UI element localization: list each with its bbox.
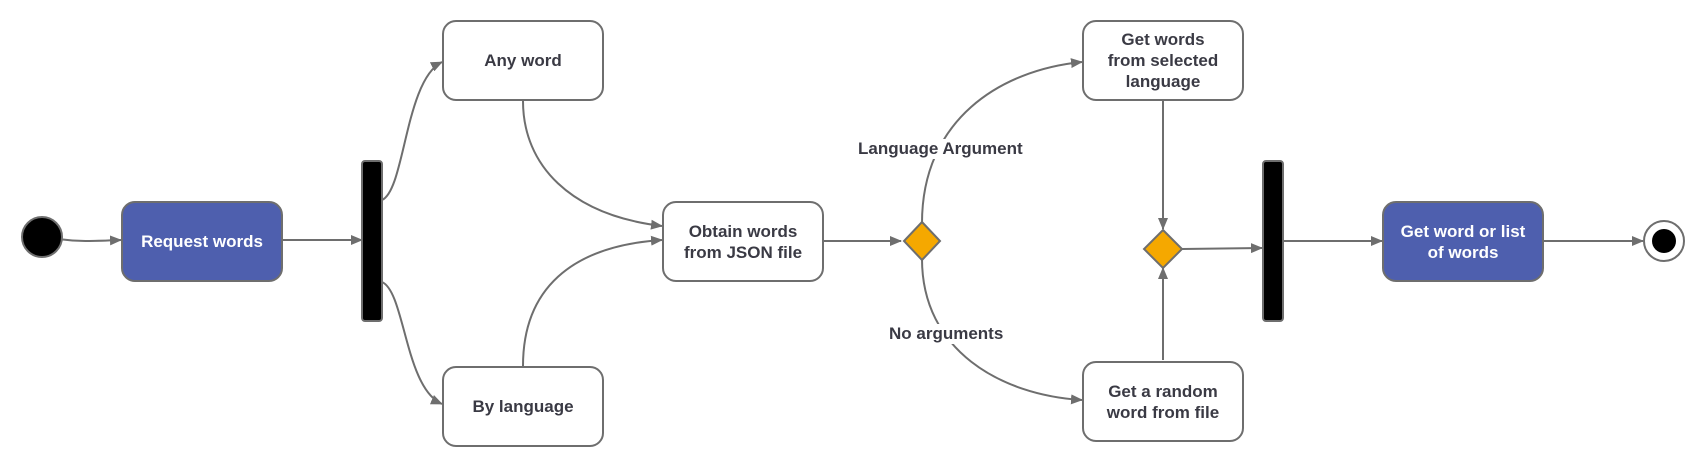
- edge-by-language-to-obtain: [522, 235, 663, 367]
- request-words-node: Request words: [121, 201, 283, 282]
- merge-diamond: [1142, 228, 1184, 270]
- start-node: [21, 216, 63, 258]
- get-random-node: Get a random word from file: [1082, 361, 1244, 442]
- result-node: Get word or list of words: [1382, 201, 1544, 282]
- edge-start-to-request: [57, 235, 122, 246]
- edge-merge-to-join: [1181, 243, 1263, 254]
- by-language-label: By language: [472, 397, 574, 416]
- any-word-node: Any word: [442, 20, 604, 101]
- obtain-words-node: Obtain words from JSON file: [662, 201, 824, 282]
- language-argument-label: Language Argument: [856, 139, 1025, 159]
- get-selected-label: Get words from selected language: [1107, 30, 1219, 91]
- no-arguments-label: No arguments: [887, 324, 1006, 344]
- obtain-words-label: Obtain words from JSON file: [683, 221, 803, 262]
- edge-fork-to-by-language: [381, 281, 443, 405]
- result-label: Get word or list of words: [1400, 221, 1526, 262]
- edge-decision-to-selected: [921, 58, 1083, 224]
- edge-decision-to-random: [921, 258, 1083, 405]
- fork-bar: [361, 160, 383, 322]
- edge-fork-to-any-word: [381, 61, 443, 201]
- get-random-label: Get a random word from file: [1106, 381, 1220, 422]
- edge-any-word-to-obtain: [522, 100, 663, 230]
- decision-diamond: [902, 220, 942, 262]
- end-node-inner: [1652, 229, 1676, 253]
- request-words-label: Request words: [141, 232, 263, 251]
- by-language-node: By language: [442, 366, 604, 447]
- any-word-label: Any word: [484, 51, 562, 70]
- join-bar: [1262, 160, 1284, 322]
- get-selected-node: Get words from selected language: [1082, 20, 1244, 101]
